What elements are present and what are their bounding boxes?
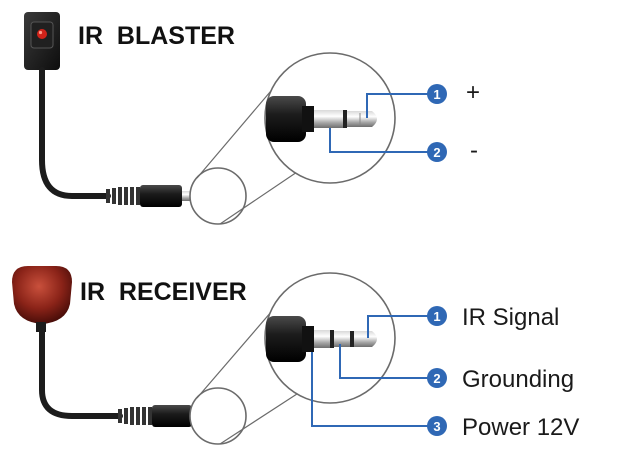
receiver-pin2-badge: 2 (427, 368, 447, 388)
blaster-jack-detail-icon (266, 96, 377, 142)
svg-text:3: 3 (433, 419, 440, 434)
blaster-pin2-wire (329, 128, 428, 153)
receiver-pin1-wire (367, 315, 428, 338)
receiver-pin1-badge: 1 (427, 306, 447, 326)
receiver-pin1-label: IR Signal (462, 304, 559, 331)
receiver-section: 1 2 3 IR Signal Grounding Power 12V IR R… (12, 266, 579, 445)
blaster-pin1-badge: 1 (427, 84, 447, 104)
blaster-zoom-line-bottom (219, 169, 301, 225)
receiver-pin2-label: Grounding (462, 366, 574, 393)
receiver-pin3-badge: 3 (427, 416, 447, 436)
receiver-pin3-label: Power 12V (462, 414, 579, 441)
receiver-head-icon (12, 266, 72, 332)
blaster-title: IR BLASTER (78, 22, 235, 50)
blaster-pin2-badge: 2 (427, 142, 447, 162)
blaster-section: 1 2 + - IR BLASTER (24, 12, 480, 225)
blaster-pin1-wire (366, 93, 428, 118)
blaster-zoom-source-circle (189, 167, 247, 225)
receiver-jack-detail-icon (266, 316, 377, 362)
blaster-pin1-label: + (466, 79, 480, 106)
receiver-cable (39, 327, 123, 419)
svg-text:2: 2 (433, 371, 440, 386)
svg-text:1: 1 (433, 87, 440, 102)
receiver-pin3-wire (311, 352, 428, 427)
receiver-zoom-source-circle (189, 387, 247, 445)
receiver-pin2-wire (339, 344, 428, 379)
blaster-pin2-label: - (470, 137, 478, 164)
receiver-zoom-line-bottom (219, 391, 301, 445)
blaster-emitter-icon (24, 12, 60, 70)
svg-text:1: 1 (433, 309, 440, 324)
blaster-cable (39, 67, 111, 199)
svg-text:2: 2 (433, 145, 440, 160)
receiver-title: IR RECEIVER (80, 278, 247, 306)
